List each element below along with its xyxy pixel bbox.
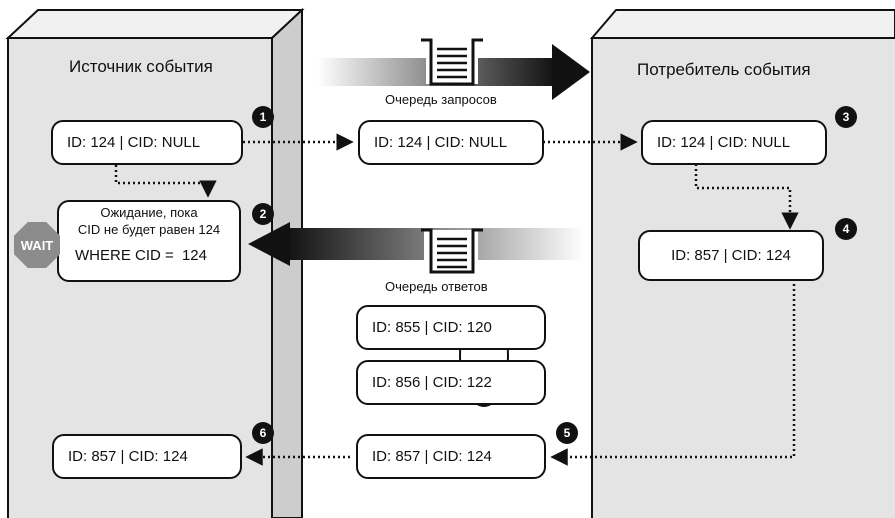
message-queued-response-2: ID: 856 | CID: 122 (356, 360, 546, 405)
step-badge-4: 4 (835, 218, 857, 240)
wait-condition-box: Ожидание, пока CID не будет равен 124 WH… (57, 200, 241, 282)
arrow-consumer-to-response (694, 164, 799, 230)
request-queue-label: Очередь запросов (385, 92, 497, 107)
arrow-source-to-wait (114, 165, 217, 198)
consumer-panel-title: Потребитель события (637, 60, 811, 79)
response-queue-icon (421, 228, 483, 274)
message-source-received: ID: 857 | CID: 124 (52, 434, 242, 479)
request-queue-icon (421, 38, 483, 86)
wait-where-clause: WHERE CID = 124 (75, 247, 207, 264)
message-source-request: ID: 124 | CID: NULL (51, 120, 243, 165)
wait-where-prefix: WHERE CID = (75, 247, 174, 264)
message-queued-response-3: ID: 857 | CID: 124 (356, 434, 546, 479)
step-badge-6: 6 (252, 422, 274, 444)
wait-line-2: CID не будет равен 124 (77, 222, 221, 237)
wait-where-value: 124 (181, 247, 207, 264)
wait-line-1: Ожидание, пока (100, 205, 198, 220)
message-consumer-request: ID: 124 | CID: NULL (641, 120, 827, 165)
response-flow-arrow (248, 222, 584, 266)
message-consumer-response: ID: 857 | CID: 124 (638, 230, 824, 281)
message-queued-response-1: ID: 855 | CID: 120 (356, 305, 546, 350)
response-queue-label: Очередь ответов (385, 279, 488, 294)
step-badge-3: 3 (835, 106, 857, 128)
source-panel-title: Источник события (69, 57, 213, 76)
step-badge-1: 1 (252, 106, 274, 128)
step-badge-2: 2 (252, 203, 274, 225)
step-badge-5: 5 (556, 422, 578, 444)
message-queued-request: ID: 124 | CID: NULL (358, 120, 544, 165)
wait-stop-sign: WAIT (14, 222, 60, 268)
